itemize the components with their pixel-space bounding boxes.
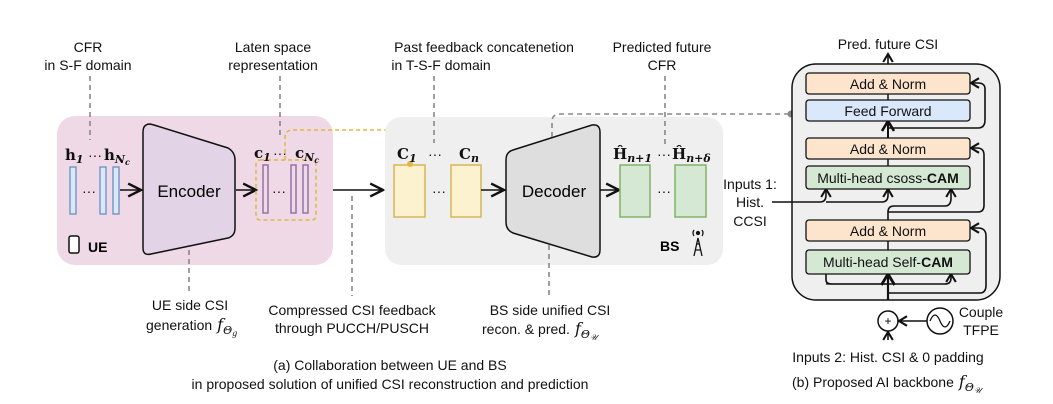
- add-norm-top: Add & Norm: [805, 72, 971, 95]
- ue-panel: ··· h1 ··· hNc Encoder ··· c1 ··· cNc UE: [57, 116, 333, 265]
- svg-text:···: ···: [272, 183, 286, 199]
- svg-text:recon. & pred.fΘ𝒰: recon. & pred.fΘ𝒰: [482, 319, 600, 342]
- Cn-label: Cn: [459, 145, 479, 165]
- svg-text:Predicted future: Predicted future: [613, 39, 712, 55]
- inputs2-label: Inputs 2: Hist. CSI & 0 padding: [792, 349, 983, 365]
- svg-text:CFR: CFR: [648, 57, 677, 73]
- svg-text:···: ···: [657, 146, 671, 162]
- annotation-bs-side: BS side unified CSI recon. & pred.fΘ𝒰: [482, 245, 610, 342]
- self-cam: Multi-head Self-CAM: [805, 249, 971, 275]
- svg-text:Laten space: Laten space: [235, 39, 311, 55]
- svg-text:TFPE: TFPE: [963, 322, 999, 338]
- ai-backbone: Pred. future CSI Add & Norm Feed Forward…: [723, 36, 1003, 395]
- svg-text:through PUCCH/PUSCH: through PUCCH/PUSCH: [275, 320, 429, 336]
- svg-text:···: ···: [82, 183, 96, 199]
- svg-text:UE side CSI: UE side CSI: [152, 297, 228, 313]
- annotation-latent: Laten space representation: [228, 39, 318, 135]
- caption-a-line2: in proposed solution of unified CSI reco…: [192, 376, 589, 392]
- svg-text:CCSI: CCSI: [733, 213, 766, 229]
- sine-wave-icon: [926, 307, 954, 335]
- hNc-label: hNc: [104, 146, 130, 167]
- cross-cam: Multi-head csoss-CAM: [805, 165, 971, 190]
- svg-text:Feed Forward: Feed Forward: [844, 103, 931, 119]
- Hn1-label: Ĥn+1: [613, 145, 652, 165]
- svg-text:···: ···: [657, 183, 671, 199]
- Hnd-label: Ĥn+δ: [672, 145, 711, 165]
- tfpe-label: Couple: [959, 304, 1004, 320]
- encoder-block: [142, 123, 236, 256]
- svg-text:Add & Norm: Add & Norm: [850, 76, 926, 92]
- cNc-label: cNc: [295, 144, 319, 165]
- svg-text:representation: representation: [228, 57, 318, 73]
- svg-text:Multi-head Self-CAM: Multi-head Self-CAM: [823, 254, 953, 270]
- svg-text:Add & Norm: Add & Norm: [850, 141, 926, 157]
- svg-text:···: ···: [432, 183, 446, 199]
- svg-text:···: ···: [88, 147, 102, 163]
- c1-label: c1: [254, 144, 271, 164]
- output-label: Pred. future CSI: [838, 36, 938, 52]
- tower-icon: [692, 229, 704, 257]
- latent-group: [255, 159, 317, 221]
- inputs1-label: Inputs 1:: [723, 176, 777, 192]
- svg-text:+: +: [884, 314, 891, 328]
- decoder-label: Decoder: [522, 182, 587, 201]
- h1-label: h1: [65, 146, 84, 166]
- encoder-label: Encoder: [157, 182, 221, 201]
- svg-text:Multi-head csoss-CAM: Multi-head csoss-CAM: [817, 170, 959, 186]
- ue-label: UE: [88, 239, 107, 255]
- add-norm-middle: Add & Norm: [805, 137, 971, 160]
- decoder-block: [505, 124, 601, 258]
- phone-icon: [68, 235, 80, 254]
- feed-forward: Feed Forward: [805, 99, 971, 122]
- svg-text:CFR: CFR: [74, 39, 103, 55]
- annotation-cfr: CFR in S-F domain: [44, 39, 132, 140]
- svg-text:in S-F domain: in S-F domain: [44, 57, 131, 73]
- bs-panel: ··· C1 ··· Cn Decoder ··· Ĥn+1 ··· Ĥn+δ …: [385, 117, 723, 265]
- annotation-compressed: Compressed CSI feedback through PUCCH/PU…: [268, 196, 437, 336]
- svg-text:BS side unified CSI: BS side unified CSI: [490, 302, 611, 318]
- svg-text:Add & Norm: Add & Norm: [850, 223, 926, 239]
- C1-label: C1: [397, 145, 417, 165]
- svg-text:in T-S-F domain: in T-S-F domain: [391, 57, 490, 73]
- svg-text:···: ···: [428, 146, 442, 162]
- annotation-past: Past feedback concatenetion in T-S-F doma…: [391, 39, 574, 143]
- svg-text:Compressed CSI feedback: Compressed CSI feedback: [268, 302, 436, 318]
- h-vectors: ···: [69, 166, 120, 215]
- caption-a-line1: (a) Collaboration between UE and BS: [273, 357, 506, 373]
- svg-text:Past feedback concatenetion: Past feedback concatenetion: [394, 39, 574, 55]
- svg-text:Hist.: Hist.: [736, 194, 764, 210]
- add-norm-bottom: Add & Norm: [805, 219, 971, 242]
- svg-text:···: ···: [273, 145, 287, 161]
- bs-label: BS: [660, 238, 679, 254]
